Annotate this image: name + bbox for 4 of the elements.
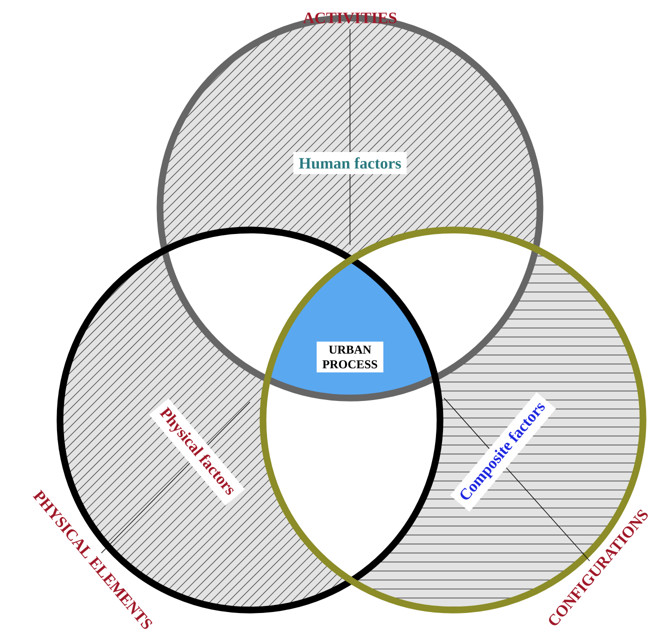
center-label: URBAN PROCESS bbox=[316, 342, 384, 372]
factor-label: Human factors bbox=[293, 152, 407, 174]
radial-line bbox=[444, 398, 590, 562]
radial-line bbox=[101, 402, 250, 554]
